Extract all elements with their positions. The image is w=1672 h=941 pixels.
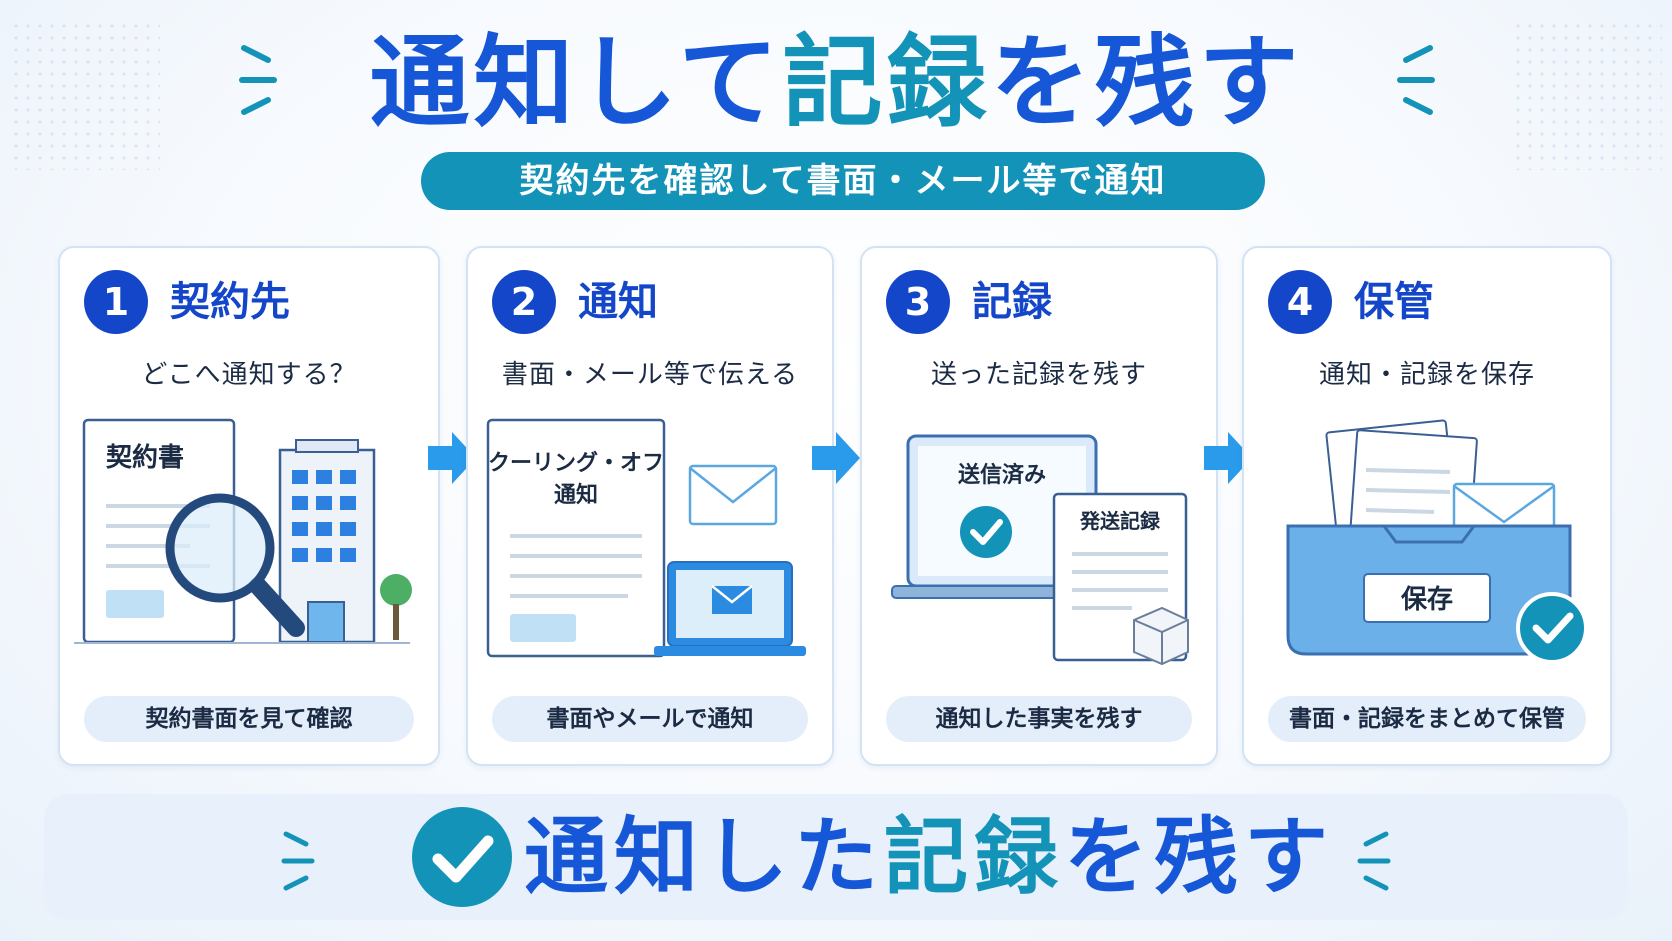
contract-label: 契約書	[105, 442, 184, 473]
check-icon	[960, 506, 1012, 558]
summary-part-1: 通知した	[524, 808, 885, 906]
decorative-dots-left	[10, 20, 160, 170]
summary-part-2: 記録	[884, 808, 1065, 906]
summary-band: 通知した記録を残す	[44, 794, 1628, 920]
step-title: 記録	[972, 279, 1052, 325]
step-card-4: 4 保管 通知・記録を保存 保存	[1242, 246, 1612, 766]
step-card-2: 2 通知 書面・メール等で伝える クーリング・オフ 通知	[466, 246, 834, 766]
sent-label: 送信済み	[958, 462, 1046, 488]
record-label: 発送記録	[1079, 509, 1161, 533]
check-circle-icon	[412, 807, 512, 907]
envelope-icon	[688, 464, 778, 526]
check-badge-icon	[1516, 592, 1588, 664]
arrow-right-icon	[812, 432, 860, 484]
arrow-right-icon	[428, 432, 476, 484]
step-footer-pill: 書面・記録をまとめて保管	[1268, 696, 1586, 742]
step-subtitle: どこへ通知する？	[141, 360, 357, 390]
storage-box-icon: 保存	[1286, 524, 1572, 656]
step-card-3: 3 記録 送った記録を残す 送信済み 発送記録	[860, 246, 1218, 766]
arrow-right-icon	[1204, 432, 1252, 484]
package-icon	[1133, 606, 1189, 666]
title-part-2: 記録	[782, 24, 991, 141]
step-title: 通知	[578, 279, 658, 325]
summary-text: 通知した記録を残す	[524, 794, 1334, 920]
step-number-badge: 3	[886, 270, 950, 334]
tree-icon	[380, 574, 412, 640]
step-number-badge: 1	[84, 270, 148, 334]
step-footer-pill: 通知した事実を残す	[886, 696, 1192, 742]
notice-label-line2: 通知	[554, 482, 598, 508]
notice-label-line1: クーリング・オフ	[488, 450, 664, 476]
office-building-icon	[278, 439, 376, 644]
subtitle-pill: 契約先を確認して書面・メール等で通知	[421, 152, 1265, 210]
step-subtitle: 書面・メール等で伝える	[501, 360, 799, 390]
burst-lines-icon	[239, 45, 277, 115]
step-number-badge: 2	[492, 270, 556, 334]
step-title: 保管	[1354, 279, 1434, 325]
step-subtitle: 送った記録を残す	[930, 360, 1147, 390]
storage-illustration: 保存	[1286, 419, 1588, 664]
burst-lines-icon	[1397, 45, 1435, 115]
save-label: 保存	[1400, 585, 1453, 615]
step-footer-pill: 書面やメールで通知	[492, 696, 808, 742]
notice-illustration: クーリング・オフ 通知	[486, 418, 806, 658]
magnifier-icon	[165, 493, 305, 637]
notice-document: クーリング・オフ 通知	[486, 418, 666, 658]
title-part-3: を残す	[990, 24, 1303, 141]
step-card-1: 1 契約先 どこへ通知する？ 契約書	[58, 246, 440, 766]
step-footer-pill: 契約書面を見て確認	[84, 696, 414, 742]
laptop-mail-icon	[654, 561, 806, 656]
step-subtitle: 通知・記録を保存	[1318, 360, 1535, 390]
summary-part-3: を残す	[1064, 808, 1335, 906]
step-number-badge: 4	[1268, 270, 1332, 334]
title-part-1: 通知して	[369, 24, 783, 141]
contract-illustration: 契約書	[74, 418, 412, 644]
decorative-dots-right	[1512, 20, 1662, 170]
burst-lines-icon	[281, 831, 315, 891]
burst-lines-icon	[1357, 831, 1391, 891]
step-title: 契約先	[170, 279, 290, 325]
page-title: 通知して記録を残す	[0, 18, 1672, 148]
record-illustration: 送信済み 発送記録	[891, 434, 1189, 666]
